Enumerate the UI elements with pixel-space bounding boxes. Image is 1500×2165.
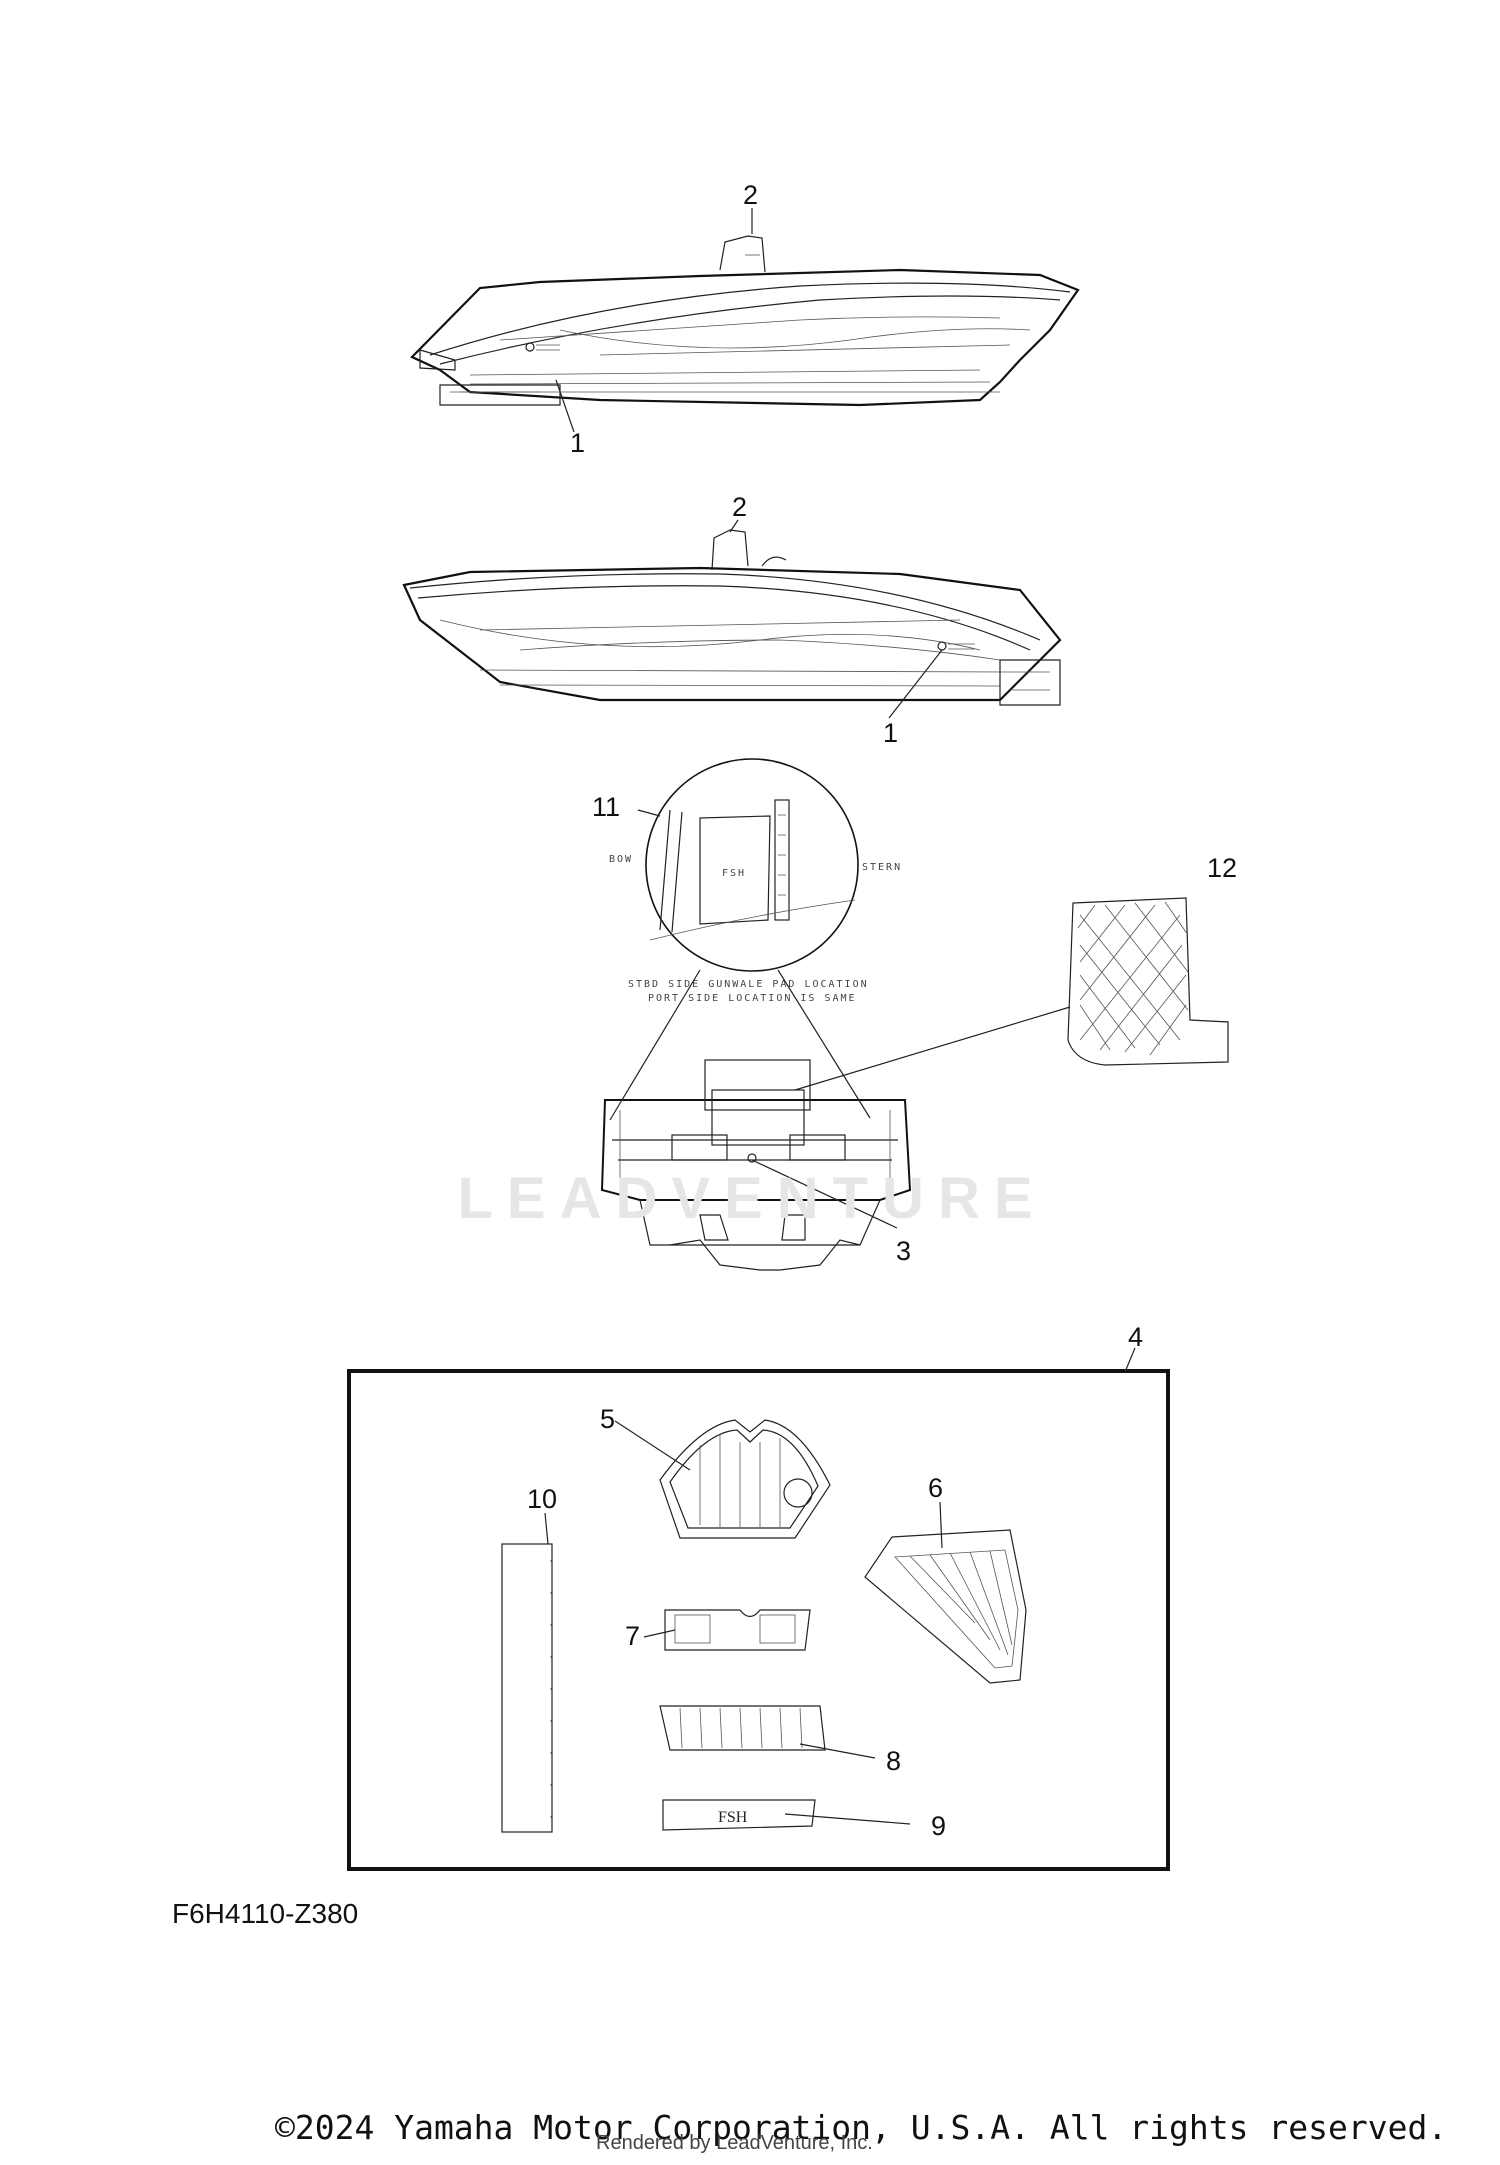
boat-side-view-middle <box>402 519 1062 719</box>
pad-badge-label: FSH <box>722 868 746 879</box>
callout-2-middle: 2 <box>732 492 747 522</box>
callout-1-middle: 1 <box>883 718 898 748</box>
callout-9: 9 <box>931 1811 946 1841</box>
callout-7: 7 <box>625 1621 640 1651</box>
copyright-notice: ©2024 Yamaha Motor Corporation, U.S.A. A… <box>275 2108 1448 2147</box>
bow-label: BOW <box>609 854 633 865</box>
pad-12-shape <box>1067 897 1229 1066</box>
gunwale-note-line2: PORT SIDE LOCATION IS SAME <box>648 993 857 1004</box>
part-10-strip <box>501 1512 553 1833</box>
boat-side-view-top <box>410 208 1080 433</box>
boat-stern-view <box>600 969 1071 1271</box>
callout-6: 6 <box>928 1473 943 1503</box>
part-7-mat <box>643 1609 811 1651</box>
rendered-by-notice: Rendered by LeadVenture, Inc. <box>596 2132 873 2154</box>
diagram-code: F6H4110-Z380 <box>172 1898 359 1929</box>
parts-kit-box <box>347 1369 1170 1871</box>
part-5-mat <box>614 1419 831 1539</box>
callout-10: 10 <box>527 1484 557 1514</box>
watermark: LEADVENTURE <box>457 1166 1046 1231</box>
callout-8: 8 <box>886 1746 901 1776</box>
part-6-mat <box>864 1501 1027 1684</box>
stern-label: STERN <box>862 862 902 873</box>
callout-5: 5 <box>600 1404 615 1434</box>
part-9-pad: FSH <box>662 1799 911 1831</box>
callout-12: 12 <box>1207 853 1237 883</box>
callout-1-top: 1 <box>570 428 585 458</box>
gunwale-pad-detail-circle: BOW STERN FSH <box>609 758 902 972</box>
callout-2-top: 2 <box>743 180 758 210</box>
part-9-badge: FSH <box>718 1809 748 1826</box>
gunwale-note-line1: STBD SIDE GUNWALE PAD LOCATION <box>628 979 869 990</box>
part-8-mat <box>659 1705 876 1759</box>
callout-4: 4 <box>1128 1322 1143 1352</box>
callout-11: 11 <box>592 792 620 822</box>
callout-3: 3 <box>896 1236 911 1266</box>
